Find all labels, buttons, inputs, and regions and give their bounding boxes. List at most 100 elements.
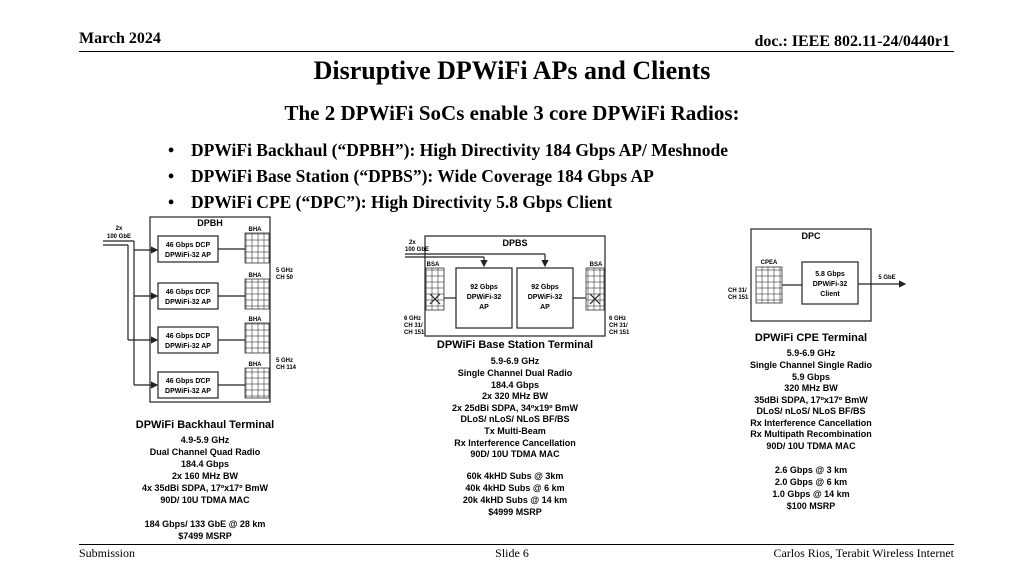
bullet-list: • DPWiFi Backhaul (“DPBH”): High Directiv… — [168, 137, 728, 215]
dpbs-spec-extra: $4999 MSRP — [488, 507, 542, 517]
dpbh-frame — [149, 216, 271, 403]
dpc-spec: Rx Multipath Recombination — [750, 429, 872, 439]
dpbh-channel-label: 5 GHz — [276, 268, 293, 274]
bullet-item: • DPWiFi CPE (“DPC”): High Directivity 5.… — [168, 189, 728, 215]
dpbh-channel-label: 5 GHz — [276, 358, 293, 364]
dpc-client-label: Client — [820, 291, 840, 298]
dpbs-channel-label: 6 GHz — [609, 316, 626, 322]
dpbs-spec: 5.9-6.9 GHz — [491, 356, 540, 366]
header-doc-id: doc.: IEEE 802.11-24/0440r1 — [754, 33, 950, 50]
dpbs-spec-list: 5.9-6.9 GHz Single Channel Dual Radio 18… — [452, 356, 578, 517]
footer-slide-number: Slide 6 — [495, 546, 529, 560]
dpbh-ap-box — [157, 371, 219, 399]
bullet-text: DPWiFi Backhaul (“DPBH”): High Directivi… — [191, 140, 729, 160]
dpbs-channel-label: CH 151 — [404, 330, 425, 336]
dpc-spec-extra: 2.6 Gbps @ 3 km — [775, 465, 847, 475]
dpbs-input-count: 2x — [409, 240, 416, 246]
dpbs-frame — [424, 235, 606, 337]
dpbh-bha-array-icon — [244, 278, 270, 310]
dpbs-spec: Rx Interference Cancellation — [454, 438, 576, 448]
dpbs-diagram: DPBS 2x 100 GbE 92 Gbps DPWiFi-32 AP 92 … — [404, 235, 630, 517]
dpc-channel-label: CH 151 — [728, 295, 749, 301]
dpbh-bha-array-icon — [244, 322, 270, 354]
dpc-output-label: 5 GbE — [878, 275, 895, 281]
dpbh-ap-box — [157, 282, 219, 310]
dpbh-terminal-title: DPWiFi Backhaul Terminal — [136, 419, 274, 431]
dpc-channel-label: CH 31/ — [728, 288, 747, 294]
dpbh-spec-extra: $7499 MSRP — [178, 531, 232, 541]
dpc-title: DPC — [801, 231, 821, 241]
dpbs-bsa-array-icon — [425, 267, 445, 311]
dpc-frame — [750, 228, 872, 322]
dpc-spec: DLoS/ nLoS/ NLoS BF/BS — [757, 406, 866, 416]
dpbh-ap-label-part: 46 Gbps — [166, 289, 196, 296]
dpc-client-label: 5.8 Gbps — [815, 271, 845, 278]
footer-submission: Submission — [79, 546, 136, 560]
dpc-client-box — [801, 261, 859, 305]
dpbs-ap-label: AP — [479, 304, 489, 311]
dpbh-input-count: 2x — [116, 226, 123, 232]
dpbh-ap-label: DPWiFi-32 AP — [165, 343, 211, 350]
dpbs-channel-label: CH 151 — [609, 330, 630, 336]
dpc-terminal-title: DPWiFi CPE Terminal — [755, 332, 867, 344]
header-date: March 2024 — [79, 30, 161, 47]
dpbs-input-label: 100 GbE — [405, 247, 429, 253]
dpbs-bsa-label: BSA — [427, 262, 440, 268]
bullet-item: • DPWiFi Base Station (“DPBS”): Wide Cove… — [168, 163, 728, 189]
dpc-spec-extra: 2.0 Gbps @ 6 km — [775, 477, 847, 487]
bullet-text: DPWiFi Base Station (“DPBS”): Wide Cover… — [191, 166, 654, 186]
dpbs-spec: DLoS/ nLoS/ NLoS BF/BS — [461, 414, 570, 424]
dpc-spec-extra: 1.0 Gbps @ 14 km — [772, 489, 849, 499]
dpbs-ap-label: 92 Gbps — [531, 284, 559, 291]
dpbs-channel-label: CH 31/ — [404, 323, 423, 329]
dpc-spec-list: 5.9-6.9 GHz Single Channel Single Radio … — [750, 348, 873, 511]
dpc-spec: Single Channel Single Radio — [750, 360, 873, 370]
dpc-spec: 5.9-6.9 GHz — [787, 348, 836, 358]
dpbh-spec: 90D/ 10U TDMA MAC — [160, 495, 250, 505]
dpbh-spec: 4x 35dBi SDPA, 17ºx17º BmW — [142, 483, 268, 493]
header-divider — [79, 51, 954, 52]
dpbh-channel-label: CH 50 — [276, 275, 294, 281]
bullet-dot-icon: • — [168, 140, 175, 160]
dpbh-bha-label: BHA — [249, 317, 263, 323]
dpbh-ap-box — [157, 235, 219, 263]
dpbs-spec: 184.4 Gbps — [491, 380, 539, 390]
dpc-spec: 5.9 Gbps — [792, 372, 830, 382]
dpbs-ap-label: DPWiFi-32 — [528, 294, 563, 301]
dpbh-spec-list: 4.9-5.9 GHz Dual Channel Quad Radio 184.… — [142, 435, 268, 541]
dpbs-spec: Single Channel Dual Radio — [458, 368, 573, 378]
dpc-spec-extra: $100 MSRP — [787, 501, 836, 511]
slide-title: Disruptive DPWiFi APs and Clients — [313, 56, 711, 85]
footer-author: Carlos Rios, Terabit Wireless Internet — [773, 546, 954, 560]
dpbs-spec-extra: 20k 4kHD Subs @ 14 km — [463, 495, 567, 505]
dpc-spec: Rx Interference Cancellation — [750, 418, 872, 428]
dpc-spec: 90D/ 10U TDMA MAC — [766, 441, 856, 451]
dpbh-spec-extra: 184 Gbps/ 133 GbE @ 28 km — [145, 519, 266, 529]
dpbs-terminal-title: DPWiFi Base Station Terminal — [437, 339, 593, 351]
dpbh-bha-label: BHA — [249, 362, 263, 368]
dpbs-cross-icon — [429, 293, 441, 305]
dpbh-diagram: DPBH 2x 100 GbE 46 Gbps DCP DPWiFi-32 AP… — [103, 216, 297, 541]
dpbh-bha-label: BHA — [249, 273, 263, 279]
dpbs-channel-label: 6 GHz — [404, 316, 421, 322]
dpbs-bsa-array-icon — [585, 267, 605, 311]
bullet-text: DPWiFi CPE (“DPC”): High Directivity 5.8… — [191, 192, 613, 212]
dpbh-bha-array-icon — [244, 367, 270, 399]
dpbs-spec: 2x 320 MHz BW — [482, 391, 549, 401]
dpbh-spec: 2x 160 MHz BW — [172, 471, 239, 481]
dpbh-ap-label-part: 46 Gbps — [166, 378, 196, 385]
dpbh-ap-label-part: DCP — [195, 289, 210, 296]
dpbh-input-label: 100 GbE — [107, 234, 131, 240]
dpbs-ap-label: DPWiFi-32 — [467, 294, 502, 301]
bullet-dot-icon: • — [168, 192, 175, 212]
dpbs-spec-extra: 40k 4kHD Subs @ 6 km — [465, 483, 564, 493]
dpbh-spec: 184.4 Gbps — [181, 459, 229, 469]
dpbh-ap-label: DPWiFi-32 AP — [165, 388, 211, 395]
dpc-cpea-array-icon — [755, 266, 783, 304]
dpbh-ap-box — [157, 326, 219, 354]
dpbs-title: DPBS — [502, 238, 527, 248]
dpbh-channel-label: CH 114 — [276, 365, 297, 371]
dpbs-cross-icon — [589, 293, 601, 305]
bullet-dot-icon: • — [168, 166, 175, 186]
